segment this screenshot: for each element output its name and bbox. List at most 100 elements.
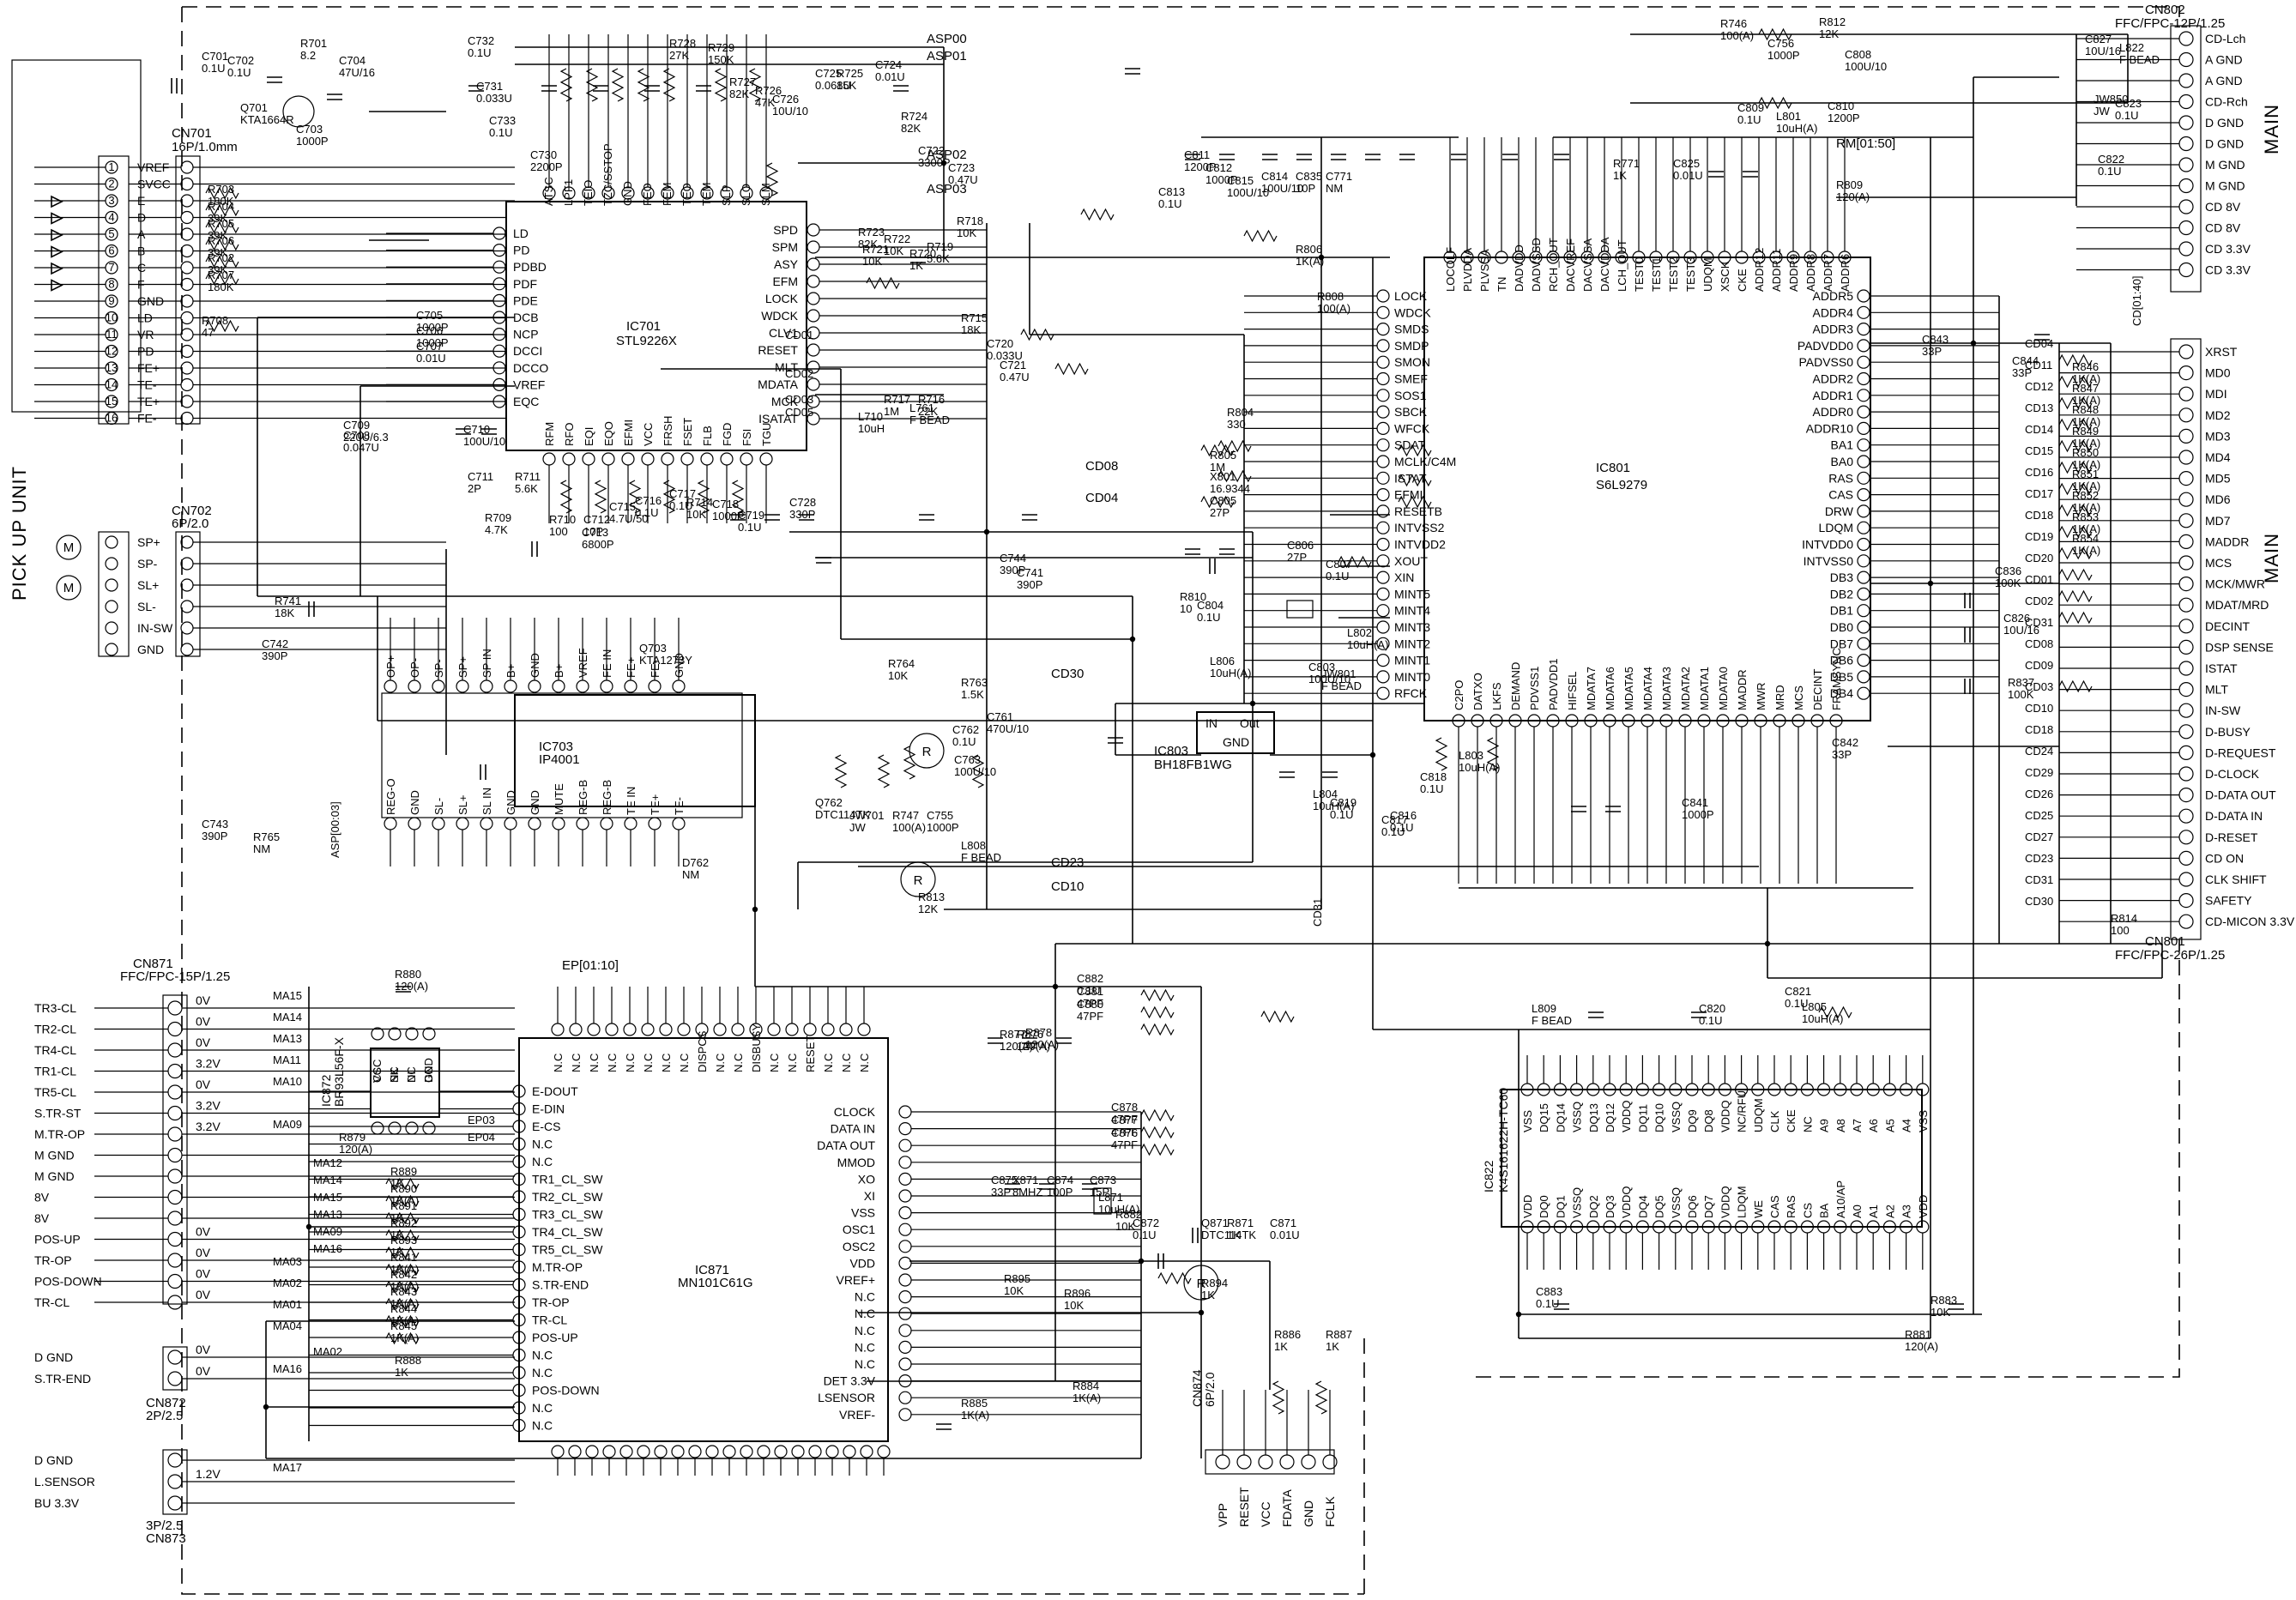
ic-part: MN101C61G xyxy=(678,1276,753,1290)
pin-circle xyxy=(672,817,686,830)
component-value: 47PF xyxy=(1077,997,1103,1010)
component-ref: C713 xyxy=(582,526,608,539)
component-ref: R896 xyxy=(1064,1287,1091,1300)
component-ref: R871 xyxy=(1227,1217,1254,1229)
pin-label: A2 xyxy=(1883,1205,1896,1218)
pin-circle xyxy=(105,557,118,571)
resistor xyxy=(385,1314,420,1328)
component-ref: R707 xyxy=(208,269,234,281)
pin-label: SK xyxy=(388,1067,401,1083)
pin-label: N.C xyxy=(855,1357,875,1371)
pin-label: GND xyxy=(621,181,634,206)
pin-circle xyxy=(388,1121,402,1135)
pin-circle xyxy=(180,210,194,225)
pin-label: A3 xyxy=(1900,1205,1913,1218)
pin-circle xyxy=(624,679,637,693)
pin-label: TR2-CL xyxy=(34,1023,76,1036)
pin-label: DQ6 xyxy=(1686,1195,1699,1218)
component-value: 1K(A) xyxy=(1072,1392,1101,1404)
pin-circle xyxy=(601,452,615,466)
pin-label: DQ14 xyxy=(1554,1103,1567,1132)
pin-label: GND xyxy=(408,790,421,815)
component-ref: R847 xyxy=(2072,382,2099,395)
component-value: 0.01U xyxy=(1270,1229,1300,1241)
resistor xyxy=(1140,1005,1175,1019)
component-ref: R895 xyxy=(1004,1272,1030,1285)
pin-label: SBCK xyxy=(1394,405,1428,419)
pin-label: CLOCK xyxy=(834,1105,876,1119)
pin-label: N.C xyxy=(840,1054,853,1072)
component-ref: R723 xyxy=(858,226,885,238)
resistor xyxy=(2058,546,2093,560)
net-label: ASP00 xyxy=(927,32,967,46)
component-ref: C820 xyxy=(1699,1002,1725,1015)
component-ref: C716 xyxy=(635,494,662,507)
component-ref: R889 xyxy=(390,1165,417,1178)
pin-label: E xyxy=(137,194,145,208)
pin-label: DB6 xyxy=(1830,654,1853,667)
component-value: 1000P xyxy=(296,135,329,148)
resistor xyxy=(1486,737,1500,771)
pin-label: A0 xyxy=(1851,1205,1864,1218)
pin-label: DQ0 xyxy=(1538,1195,1550,1218)
pin-label: SOS1 xyxy=(1394,389,1427,402)
pin-label: LSENSOR xyxy=(818,1391,875,1404)
pin-circle xyxy=(405,1027,419,1041)
resistor xyxy=(1398,444,1432,457)
pin-label: DB2 xyxy=(1830,587,1853,601)
voltage-label: 3.2V xyxy=(196,1057,221,1071)
net-label: CD31 xyxy=(2025,616,2053,629)
component-value: 120(A) xyxy=(1017,1040,1050,1053)
resistor xyxy=(2058,418,2093,432)
junction-dot xyxy=(305,1223,312,1230)
pin-number: 1 xyxy=(108,160,114,173)
component-value: 27P xyxy=(1287,551,1307,564)
component-ref: C744 xyxy=(1000,552,1026,565)
component-value: 120(A) xyxy=(395,980,428,993)
pin-circle xyxy=(576,817,589,830)
pin-circle xyxy=(167,1495,183,1511)
connector-ref: CN873 xyxy=(146,1531,186,1546)
pin-label: CAS xyxy=(1768,1195,1781,1218)
component-ref: L803 xyxy=(1459,749,1483,762)
component-ref: R706 xyxy=(208,234,234,247)
motor-symbol: M xyxy=(63,581,75,595)
pin-label: N.C xyxy=(532,1419,553,1433)
pin-label: D-BUSY xyxy=(2205,725,2251,739)
pin-circle xyxy=(898,1307,912,1320)
pin-circle xyxy=(807,292,820,305)
pin-label: TR1-CL xyxy=(34,1065,76,1078)
pin-label: EQO xyxy=(602,421,615,446)
pin-label: VSS xyxy=(1917,1110,1930,1132)
component-value: 4.7K xyxy=(485,523,508,536)
component-value: 1K(A) xyxy=(2072,480,2100,492)
pin-label: POS-DOWN xyxy=(34,1275,102,1289)
net-label: MA16 xyxy=(273,1362,302,1375)
pin-label: ISTAT xyxy=(2205,661,2238,675)
pin-label: D-REQUEST xyxy=(2205,746,2276,759)
component-value: 0.1U xyxy=(1536,1297,1559,1310)
pin-label: TE- xyxy=(137,378,157,392)
ic-ref: IC703 xyxy=(539,740,573,754)
pin-label: CD 8V xyxy=(2205,221,2241,235)
pin-circle xyxy=(2178,450,2194,465)
resistor xyxy=(2058,396,2093,410)
component-ref: C880 xyxy=(1077,998,1103,1011)
pin-circle xyxy=(1279,1454,1295,1470)
pin-label: S.TR-END xyxy=(532,1278,589,1292)
component-value: 0.1U xyxy=(1699,1014,1722,1027)
pin-label: DADVSSD xyxy=(1530,238,1543,292)
component-value: 1200P xyxy=(1828,112,1860,124)
pin-label: N.C xyxy=(532,1155,553,1168)
component-ref: R724 xyxy=(901,110,927,123)
component-ref: C873 xyxy=(1090,1174,1116,1186)
component-value: 0.1U xyxy=(669,499,692,512)
pin-label: MMOD xyxy=(837,1156,875,1169)
cn872-body xyxy=(162,1346,188,1391)
net-label: CD05 xyxy=(785,406,813,419)
component-value: 1K xyxy=(1326,1340,1339,1353)
net-label: CD15 xyxy=(2025,444,2053,457)
cn801-body xyxy=(2170,338,2202,940)
pin-label: VCC xyxy=(642,423,655,446)
component-value: JW xyxy=(849,821,867,834)
